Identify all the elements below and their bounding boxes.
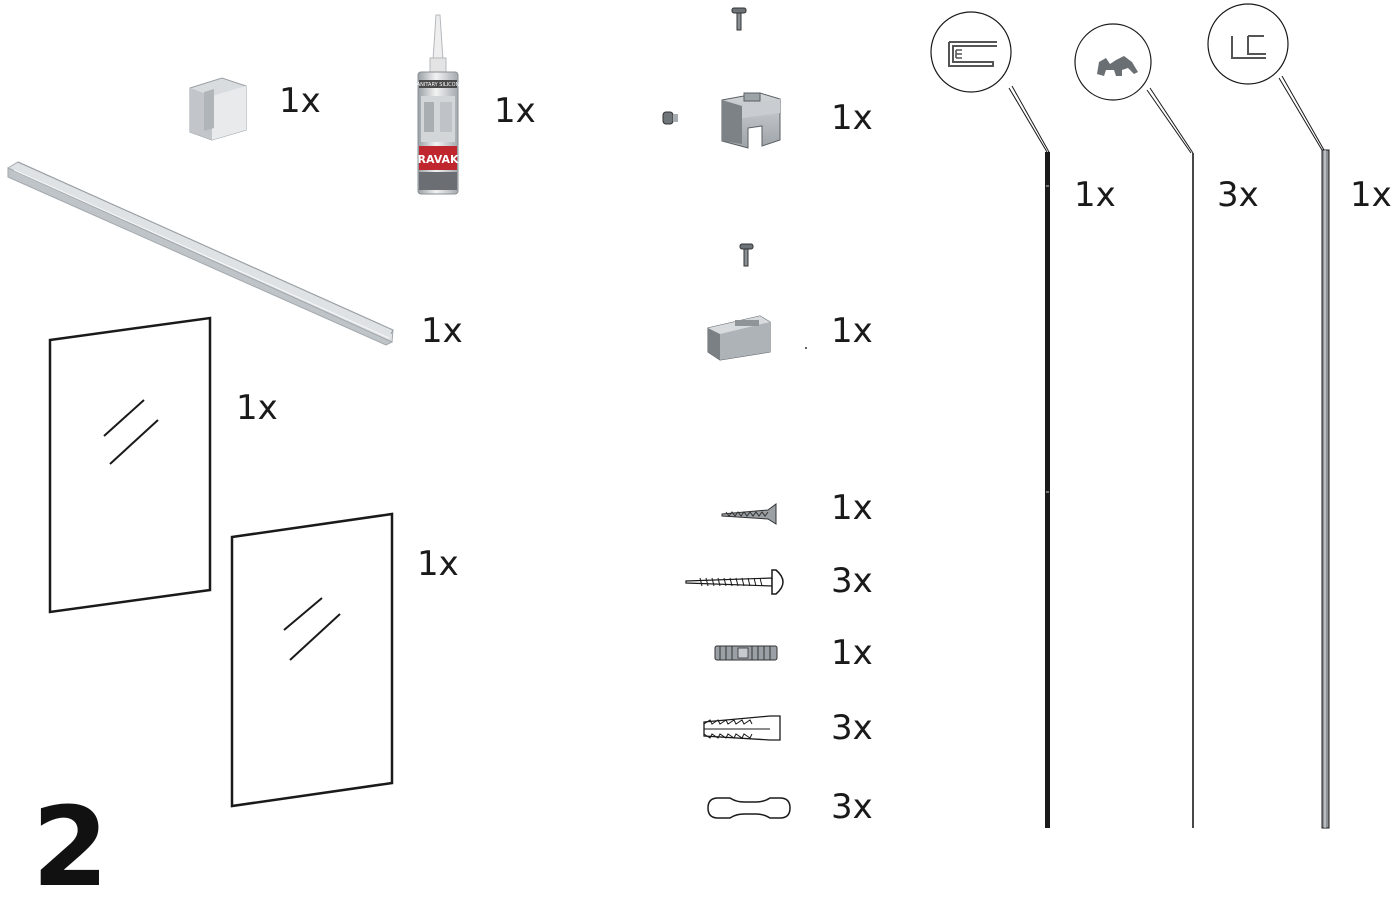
spacer-pad-icon [708, 798, 790, 818]
qty-seal-profile-l: 1x [1350, 178, 1392, 212]
qty-glass-holder-clip: 1x [279, 84, 321, 118]
screw-icon [740, 244, 753, 266]
seal-profile-l [1208, 4, 1329, 828]
qty-wall-plug: 3x [831, 711, 873, 745]
qty-wood-screw: 1x [831, 491, 873, 525]
parts-diagram: SANITARY SILICONE RAVAK [0, 0, 1394, 831]
qty-glass-panel-1: 1x [236, 391, 278, 425]
silicone-brand-line-1: SANITARY SILICONE [413, 82, 462, 88]
expansion-anchor-icon [715, 646, 777, 660]
qty-expansion-anchor: 1x [831, 636, 873, 670]
silicone-tube: SANITARY SILICONE RAVAK [413, 15, 462, 194]
qty-aluminium-profile: 1x [421, 314, 463, 348]
qty-spacer-pad: 3x [831, 790, 873, 824]
qty-seal-profile-e: 1x [1074, 178, 1116, 212]
glass-panel-1 [50, 318, 210, 612]
qty-glass-panel-2: 1x [417, 547, 459, 581]
aluminium-profile [8, 162, 393, 345]
silicone-brand-line-2: RAVAK [417, 153, 459, 166]
wall-plug-icon [704, 716, 780, 740]
seal-profile-e [931, 12, 1050, 828]
glass-holder-clip [190, 78, 246, 140]
qty-round-head-screw: 3x [831, 564, 873, 598]
glass-panel-2 [232, 514, 392, 806]
step-number: 2 [32, 792, 109, 902]
qty-silicone-tube: 1x [494, 94, 536, 128]
qty-wall-bracket: 1x [831, 101, 873, 135]
qty-seal-profile-bulb: 3x [1217, 178, 1259, 212]
wood-screw-icon [722, 504, 776, 524]
end-cap-with-screw [708, 244, 807, 360]
qty-end-cap: 1x [831, 314, 873, 348]
wall-bracket-with-screw [663, 8, 780, 148]
round-head-screw-icon [686, 570, 783, 594]
grub-screw-icon [663, 112, 678, 124]
screw-icon [732, 8, 746, 30]
seal-profile-bulb [1075, 24, 1193, 828]
